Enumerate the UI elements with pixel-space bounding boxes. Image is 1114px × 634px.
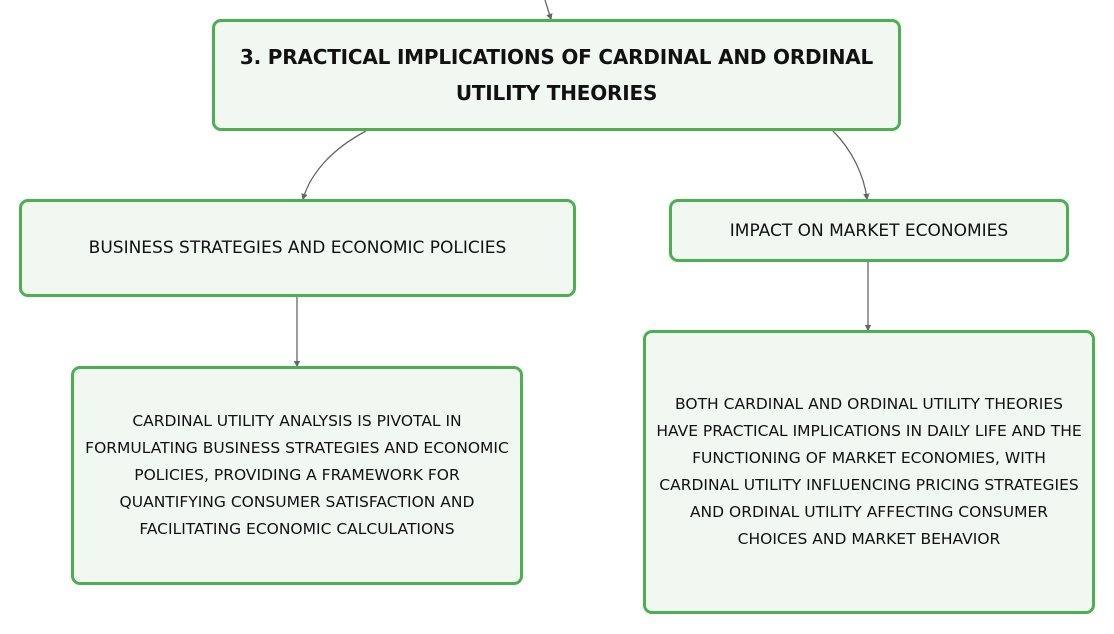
branch-label-market-economies: IMPACT ON MARKET ECONOMIES bbox=[729, 220, 1009, 241]
leaf-text-cardinal-utility: CARDINAL UTILITY ANALYSIS IS PIVOTAL IN … bbox=[85, 412, 509, 538]
root-title: 3. PRACTICAL IMPLICATIONS OF CARDINAL AN… bbox=[239, 45, 874, 105]
connector-root-to-market bbox=[832, 130, 870, 201]
branch-node-market-economies[interactable]: IMPACT ON MARKET ECONOMIES bbox=[669, 199, 1069, 262]
leaf-text-both-theories: BOTH CARDINAL AND ORDINAL UTILITY THEORI… bbox=[656, 395, 1082, 548]
root-node[interactable]: 3. PRACTICAL IMPLICATIONS OF CARDINAL AN… bbox=[212, 19, 901, 131]
leaf-node-cardinal-utility[interactable]: CARDINAL UTILITY ANALYSIS IS PIVOTAL IN … bbox=[71, 366, 523, 585]
leaf-node-both-theories[interactable]: BOTH CARDINAL AND ORDINAL UTILITY THEORI… bbox=[643, 330, 1095, 614]
branch-label-business-strategies: BUSINESS STRATEGIES AND ECONOMIC POLICIE… bbox=[88, 238, 507, 258]
branch-node-business-strategies[interactable]: BUSINESS STRATEGIES AND ECONOMIC POLICIE… bbox=[19, 199, 576, 297]
connector-parent-to-root bbox=[544, 0, 553, 21]
connector-root-to-business bbox=[301, 130, 367, 201]
